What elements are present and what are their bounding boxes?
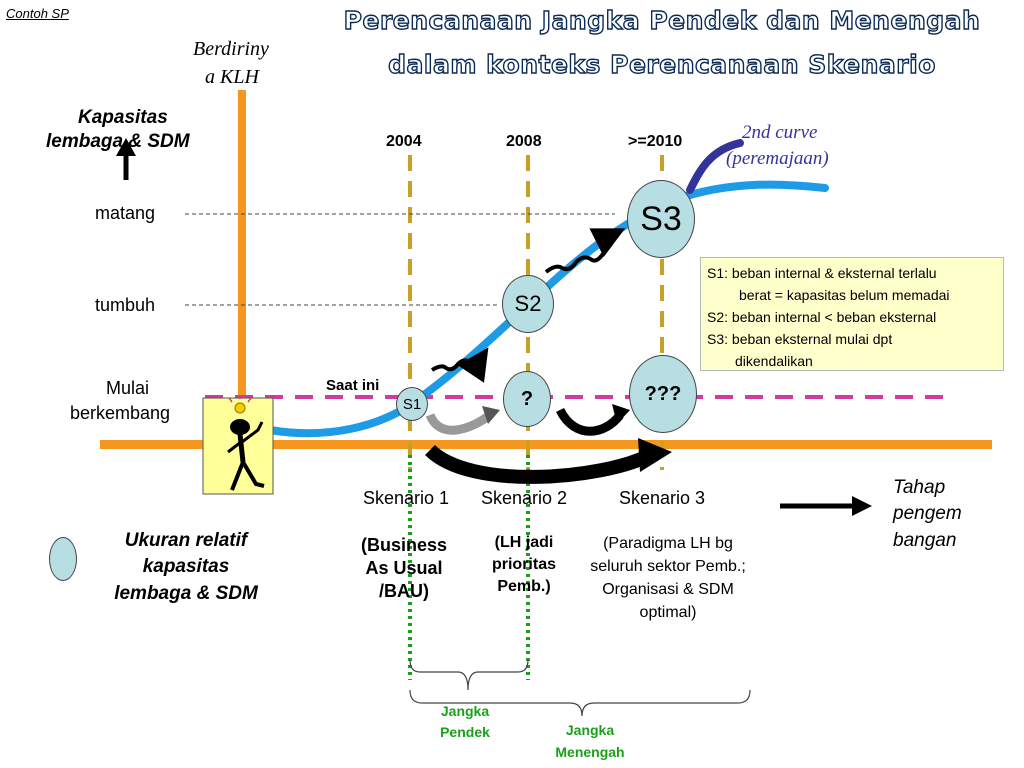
curved-arrow-icon bbox=[425, 411, 493, 435]
explanation-line: berat = kapasitas belum memadai bbox=[739, 287, 950, 303]
level-label-mature: matang bbox=[95, 203, 156, 223]
brace-icon bbox=[409, 689, 751, 717]
node-s3: S3 bbox=[627, 180, 695, 258]
y-axis-title-line2: lembaga & SDM bbox=[46, 131, 190, 152]
second-curve-label-line2: (peremajaan) bbox=[726, 148, 829, 169]
squiggle-arrow-icon bbox=[430, 347, 489, 383]
second-curve bbox=[686, 139, 744, 194]
scenario-3-desc: (Paradigma LH bg seluruh sektor Pemb.; O… bbox=[590, 535, 746, 621]
year-label: >=2010 bbox=[628, 133, 683, 150]
explanation-line: S1: beban internal & eksternal terlalu bbox=[707, 265, 937, 281]
squiggle-arrow-icon bbox=[544, 228, 626, 274]
explanation-line: S2: beban internal < beban eksternal bbox=[707, 309, 937, 325]
curved-arrow-icon bbox=[425, 444, 654, 484]
page-title-line2: dalam konteks Perencanaan Skenario bbox=[387, 49, 936, 79]
size-legend-circle bbox=[49, 537, 77, 581]
scenario-3-title: Skenario 3 bbox=[618, 488, 706, 508]
x-axis-title-line2: pengem bbox=[893, 503, 962, 524]
founding-label-line2: a KLH bbox=[205, 66, 259, 88]
founding-label-line1: Berdiriny bbox=[193, 38, 269, 60]
size-legend-line1: Ukuran relatif bbox=[124, 530, 248, 551]
scenario-1-title: Skenario 1 bbox=[362, 488, 450, 508]
thinking-figure-icon bbox=[227, 396, 265, 491]
node-question: ? bbox=[503, 371, 551, 427]
year-label: 2004 bbox=[386, 133, 422, 150]
scenario-2-title: Skenario 2 bbox=[480, 488, 568, 508]
corner-label: Contoh SP bbox=[6, 6, 69, 21]
scenario-1-desc: (Business As Usual /BAU) bbox=[360, 535, 448, 601]
size-legend-line2: kapasitas bbox=[142, 556, 230, 577]
horizontal-axis bbox=[100, 440, 992, 449]
scenario-2-desc: (LH jadi prioritas Pemb.) bbox=[491, 534, 556, 595]
medium-term-line2: Menengah bbox=[555, 744, 625, 760]
level-label-growing: tumbuh bbox=[95, 295, 156, 315]
level-label-developing-line1: Mulai bbox=[106, 378, 150, 398]
explanation-line: S3: beban eksternal mulai dpt bbox=[707, 331, 893, 347]
short-term-line2: Pendek bbox=[440, 724, 490, 740]
size-legend-line3: lembaga & SDM bbox=[114, 583, 258, 604]
x-axis-title-line1: Tahap bbox=[893, 477, 946, 498]
vertical-axis bbox=[238, 90, 246, 490]
node-s1: S1 bbox=[396, 387, 428, 421]
current-label: Saat ini bbox=[326, 377, 380, 394]
explanation-box: S1: beban internal & eksternal terlalu b… bbox=[700, 257, 1004, 371]
level-label-developing-line2: berkembang bbox=[70, 403, 171, 423]
node-s2: S2 bbox=[502, 275, 554, 333]
second-curve-label-line1: 2nd curve bbox=[742, 122, 818, 143]
explanation-line: dikendalikan bbox=[735, 353, 813, 369]
page-title-line1: Perencanaan Jangka Pendek dan Menengah bbox=[343, 5, 981, 35]
year-label: 2008 bbox=[506, 133, 542, 150]
x-axis-title-line3: bangan bbox=[893, 530, 957, 551]
y-axis-title-line1: Kapasitas bbox=[78, 107, 168, 128]
medium-term-line1: Jangka bbox=[565, 722, 615, 738]
node-triple-question: ??? bbox=[629, 355, 697, 433]
short-term-line1: Jangka bbox=[440, 703, 490, 719]
curved-arrow-icon bbox=[555, 407, 624, 436]
brace-icon bbox=[409, 659, 529, 691]
